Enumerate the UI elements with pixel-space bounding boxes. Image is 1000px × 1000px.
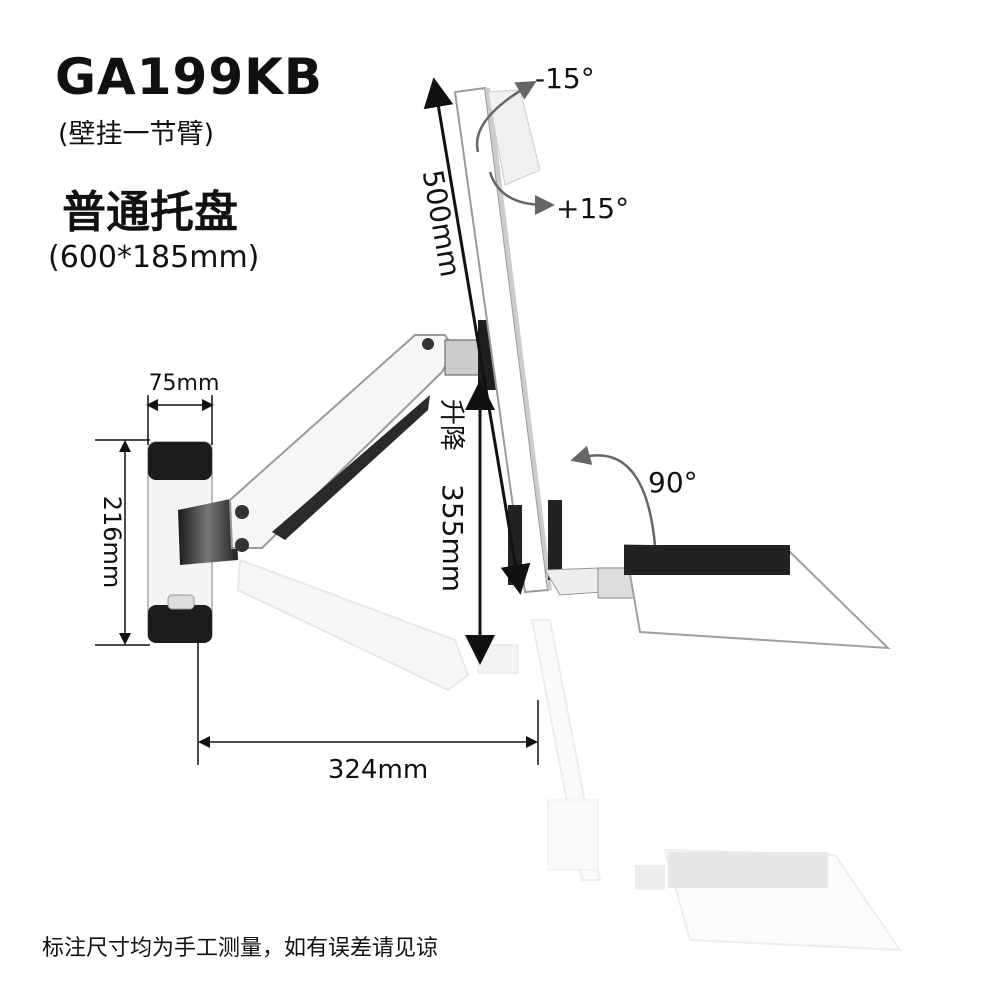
tilt-indicator: -15° +15° [475, 62, 629, 225]
tray-fold-label: 90° [648, 466, 698, 499]
dimension-mount-height: 216mm [95, 439, 150, 646]
tilt-up-label: -15° [535, 62, 595, 95]
tray-fold-indicator: 90° [570, 445, 698, 546]
tilt-down-label: +15° [556, 192, 629, 225]
lowered-position-ghost [236, 558, 902, 952]
keyboard-tray [508, 500, 891, 650]
mount-height-label: 216mm [98, 496, 126, 589]
measurement-note: 标注尺寸均为手工测量，如有误差请见谅 [42, 936, 439, 961]
tray-size-label: (600*185mm) [48, 240, 260, 275]
model-title: GA199KB [55, 48, 323, 106]
dimension-reach: 324mm [197, 640, 539, 785]
lift-travel-label: 升降 [436, 399, 466, 451]
lift-travel-value: 355mm [436, 484, 469, 592]
dimension-lift-travel: 升降 355mm [436, 380, 495, 665]
mount-width-label: 75mm [149, 371, 220, 396]
reach-label: 324mm [328, 755, 428, 785]
tray-type-title: 普通托盘 [62, 187, 238, 238]
model-subtitle: (壁挂一节臂) [58, 119, 215, 150]
dimension-mount-width: 75mm [146, 371, 220, 445]
